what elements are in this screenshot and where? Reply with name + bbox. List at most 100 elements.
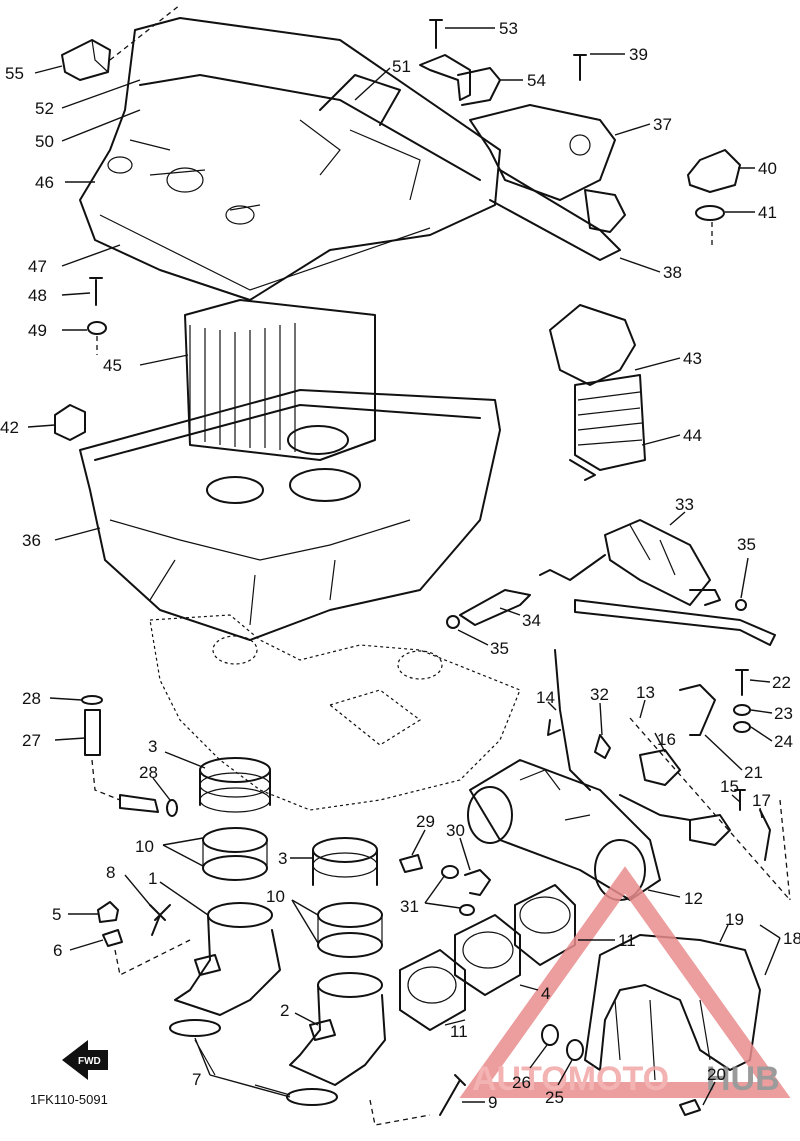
callout-3a: 3 bbox=[148, 737, 206, 769]
svg-text:49: 49 bbox=[28, 321, 47, 340]
joint-4 bbox=[454, 914, 521, 996]
callout-42: 42 bbox=[0, 418, 56, 437]
svg-text:13: 13 bbox=[636, 683, 655, 702]
svg-text:43: 43 bbox=[683, 349, 702, 368]
bolt-48 bbox=[89, 277, 103, 306]
screw-53 bbox=[429, 19, 443, 49]
svg-text:48: 48 bbox=[28, 286, 47, 305]
svg-text:31: 31 bbox=[400, 897, 419, 916]
svg-text:47: 47 bbox=[28, 257, 47, 276]
callout-49: 49 bbox=[28, 321, 87, 340]
carburetor-12 bbox=[467, 649, 661, 901]
canister-33 bbox=[539, 519, 721, 606]
clamps-10b bbox=[317, 902, 383, 958]
callout-43: 43 bbox=[634, 349, 702, 371]
callout-19: 19 bbox=[719, 910, 744, 943]
svg-text:6: 6 bbox=[53, 941, 62, 960]
callout-20: 20 bbox=[702, 1065, 726, 1106]
svg-text:7: 7 bbox=[192, 1070, 201, 1089]
callout-37: 37 bbox=[614, 115, 672, 136]
svg-text:24: 24 bbox=[774, 732, 793, 751]
callout-44: 44 bbox=[641, 426, 702, 446]
svg-text:5: 5 bbox=[52, 905, 61, 924]
callout-31: 31 bbox=[400, 874, 461, 916]
svg-text:50: 50 bbox=[35, 132, 54, 151]
cable-parts bbox=[594, 669, 791, 901]
watermark: AUTOMOTO HUB bbox=[459, 866, 791, 1098]
hose-34 bbox=[446, 589, 776, 646]
svg-text:29: 29 bbox=[416, 812, 435, 831]
callout-50: 50 bbox=[35, 109, 141, 151]
svg-text:34: 34 bbox=[522, 611, 541, 630]
callout-25: 25 bbox=[545, 1059, 573, 1107]
svg-text:3: 3 bbox=[148, 737, 157, 756]
cover-19 bbox=[584, 934, 761, 1116]
svg-text:28: 28 bbox=[139, 763, 158, 782]
callout-45: 45 bbox=[103, 354, 189, 375]
svg-text:17: 17 bbox=[752, 791, 771, 810]
svg-text:9: 9 bbox=[488, 1093, 497, 1112]
joint-11b bbox=[399, 949, 466, 1031]
svg-text:55: 55 bbox=[5, 64, 24, 83]
carb-joint-2 bbox=[289, 972, 386, 1086]
callout-17: 17 bbox=[752, 791, 771, 819]
svg-text:40: 40 bbox=[758, 159, 777, 178]
svg-text:21: 21 bbox=[744, 763, 763, 782]
svg-text:26: 26 bbox=[512, 1073, 531, 1092]
cap-5 bbox=[97, 901, 119, 923]
svg-text:3: 3 bbox=[278, 849, 287, 868]
svg-text:38: 38 bbox=[663, 263, 682, 282]
svg-text:27: 27 bbox=[22, 731, 41, 750]
callout-40: 40 bbox=[738, 159, 777, 178]
svg-text:35: 35 bbox=[490, 639, 509, 658]
callout-23: 23 bbox=[750, 704, 793, 723]
union-40 bbox=[687, 149, 741, 245]
svg-text:4: 4 bbox=[541, 984, 550, 1003]
svg-text:36: 36 bbox=[22, 531, 41, 550]
callout-26: 26 bbox=[512, 1044, 548, 1092]
callout-22: 22 bbox=[749, 673, 791, 692]
callout-29: 29 bbox=[411, 812, 435, 856]
svg-text:30: 30 bbox=[446, 821, 465, 840]
fitting-31 bbox=[441, 865, 475, 916]
callout-21: 21 bbox=[704, 734, 763, 782]
fitting-29 bbox=[399, 854, 423, 873]
fwd-arrow-text: FWD bbox=[78, 1056, 101, 1067]
washer-25 bbox=[566, 1039, 584, 1061]
svg-text:11: 11 bbox=[450, 1022, 468, 1041]
callout-35b: 35 bbox=[457, 629, 509, 658]
insulator-3b bbox=[312, 837, 378, 886]
watermark-auto-text: AUTOMOTO bbox=[472, 1060, 669, 1098]
callout-51: 51 bbox=[354, 57, 411, 101]
callout-14: 14 bbox=[536, 688, 557, 711]
watermark-hub-text: HUB bbox=[706, 1060, 780, 1098]
svg-text:41: 41 bbox=[758, 203, 777, 222]
callout-8: 8 bbox=[106, 863, 151, 906]
callout-47: 47 bbox=[28, 244, 121, 276]
svg-text:11: 11 bbox=[618, 931, 636, 950]
svg-text:51: 51 bbox=[392, 57, 411, 76]
callout-34: 34 bbox=[499, 607, 541, 630]
callout-15: 15 bbox=[720, 777, 741, 803]
svg-text:37: 37 bbox=[653, 115, 672, 134]
callout-41: 41 bbox=[725, 203, 777, 222]
svg-text:23: 23 bbox=[774, 704, 793, 723]
svg-text:46: 46 bbox=[35, 173, 54, 192]
callout-36: 36 bbox=[22, 527, 101, 550]
svg-text:53: 53 bbox=[499, 19, 518, 38]
callout-11a: 11 bbox=[578, 931, 636, 950]
bracket-55 bbox=[61, 4, 181, 81]
callout-33: 33 bbox=[669, 495, 694, 526]
svg-text:52: 52 bbox=[35, 99, 54, 118]
svg-text:39: 39 bbox=[629, 45, 648, 64]
callout-10b: 10 bbox=[266, 887, 319, 944]
svg-text:15: 15 bbox=[720, 777, 739, 796]
svg-text:44: 44 bbox=[683, 426, 702, 445]
fwd-arrow: FWD bbox=[62, 1040, 108, 1080]
callout-4: 4 bbox=[519, 984, 550, 1003]
svg-text:10: 10 bbox=[266, 887, 285, 906]
bolt-8 bbox=[149, 904, 171, 936]
svg-text:12: 12 bbox=[684, 889, 703, 908]
svg-text:54: 54 bbox=[527, 71, 546, 90]
